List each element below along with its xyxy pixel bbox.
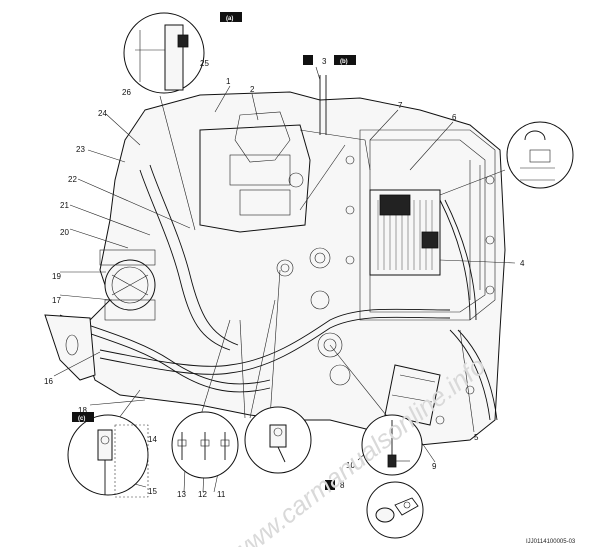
engine-block [84,75,506,446]
callout-2: 2 [250,85,255,94]
callout-6: 6 [452,113,457,122]
callout-15: 15 [148,487,157,496]
callout-12: 12 [198,490,207,499]
hoses [59,164,498,421]
callout-3: 3 [322,57,327,66]
callout-11: 11 [217,490,226,499]
torque-tag-b-text: (b) [340,59,348,65]
callout-23: 23 [76,145,85,154]
callout-22: 22 [68,175,77,184]
callout-21: 21 [60,201,69,210]
callout-16: 16 [44,377,53,386]
callout-labels: 1 2 3 4 5 6 7 8 9 10 11 12 13 14 15 16 1… [44,57,525,499]
torque-tag-a-text: (a) [226,16,233,22]
figure-code: IJJ0114100005-03 [526,539,576,545]
callout-10: 10 [346,461,355,470]
torque-tag-c: (c) [72,412,94,422]
oil-filter [384,364,441,426]
wrench-icon [325,480,335,490]
callout-20: 20 [60,228,69,237]
callout-17: 17 [52,296,61,305]
callout-14: 14 [148,435,157,444]
callout-7: 7 [398,101,403,110]
detail-circle-lower-right [366,481,424,539]
callout-4: 4 [520,259,525,268]
torque-tag-c-text: (c) [78,416,85,422]
detail-circle-bottom-left [67,414,149,498]
callout-13: 13 [177,490,186,499]
detail-circle-bottom-mid1 [171,411,239,479]
callout-24: 24 [98,109,107,118]
callout-26: 26 [122,88,131,97]
ecu-module [369,189,441,276]
torque-tag-b: (b) [303,55,356,65]
detail-circle-top [123,12,205,94]
throttle-body [99,249,156,321]
detail-circle-right [506,121,574,189]
detail-circle-bottom-right [361,414,423,476]
callout-18: 18 [78,406,87,415]
callout-19: 19 [52,272,61,281]
detail-circle-bottom-mid2 [244,406,312,474]
torque-tag-a: (a) [220,12,242,22]
callout-1: 1 [226,77,231,86]
callout-25: 25 [200,59,209,68]
left-bracket [44,314,96,381]
callout-8: 8 [340,481,345,490]
callout-9: 9 [432,462,437,471]
callout-5: 5 [474,433,479,442]
